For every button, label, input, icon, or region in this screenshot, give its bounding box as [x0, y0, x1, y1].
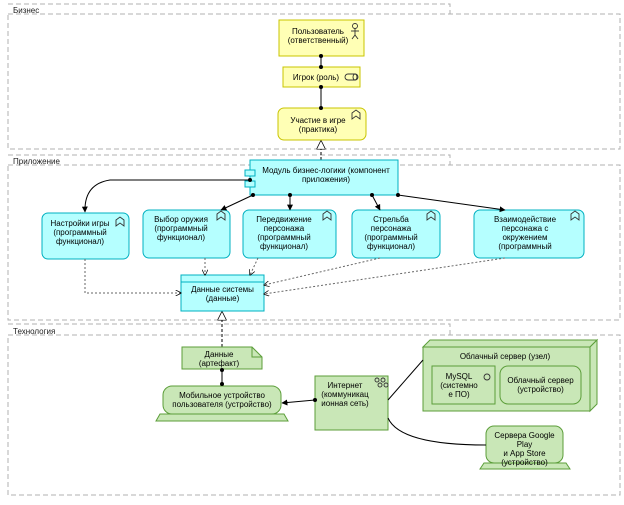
f5-box [473, 209, 585, 259]
f5-data-access [264, 257, 506, 294]
f3-data-access [250, 257, 259, 275]
layer-title-technology: Технология [13, 327, 56, 336]
module-box [249, 159, 399, 196]
internet-box [314, 375, 389, 431]
f2-label: Выбор оружия (программный функционал) [154, 215, 208, 242]
layer-frames [7, 3, 621, 496]
module-f2-link [220, 193, 255, 211]
user-box [278, 19, 365, 57]
component-icon-top [244, 169, 256, 177]
module-f4-link [370, 193, 381, 211]
stores-label: Сервера Google Play и App Store (устройс… [494, 431, 555, 467]
user-label: Пользователь (ответственный) [287, 27, 349, 45]
layer-title-business: Бизнес [13, 6, 40, 15]
cloud-node-top [421, 339, 599, 348]
mysql-label: MySQL (системно е ПО) [440, 372, 478, 399]
module-f5-link [396, 193, 506, 213]
f1-data-access [84, 259, 181, 293]
f1-function-icon [115, 216, 125, 227]
technology-elements [155, 338, 599, 470]
application-layer-tab [8, 154, 451, 165]
artifact-label: Данные (артефакт) [198, 350, 240, 368]
cloud-device-label: Облачный сервер (устройство) [507, 376, 574, 394]
business-layer-frame [7, 13, 621, 150]
module-f1-link [81, 178, 252, 213]
f5-label: Взаимодействие персонажа с окружением (п… [493, 215, 557, 251]
mobile-label: Мобильное устройство пользователя (устро… [172, 391, 272, 409]
business-layer-tab [8, 3, 451, 14]
cloud-node-label: Облачный сервер (узел) [459, 352, 551, 361]
practice-function-icon [351, 109, 361, 120]
practice-label: Участие в игре (практика) [290, 116, 346, 134]
role-icon [344, 73, 359, 81]
cloud-device-box [499, 365, 582, 405]
internet-label: Интернет (коммуникац ионная сеть) [321, 381, 369, 408]
application-elements [41, 159, 585, 347]
business-elements [277, 19, 367, 160]
mobile-base [155, 413, 289, 422]
f5-function-icon [570, 210, 580, 221]
internet-stores-link [387, 417, 487, 446]
f4-data-access [264, 257, 381, 285]
layer-title-application: Приложение [13, 157, 60, 166]
f3-label: Передвижение персонажа (программный функ… [256, 215, 312, 251]
data-box [180, 274, 265, 312]
f4-label: Стрельба персонажа (программный функцион… [364, 215, 418, 251]
actor-icon [351, 23, 359, 40]
system-software-icon [483, 373, 491, 381]
component-icon-bottom [244, 180, 256, 188]
f3-function-icon [322, 210, 332, 221]
artifact-box [181, 346, 263, 370]
role-label: Игрок (роль) [292, 73, 340, 82]
technology-layer-tab [8, 323, 451, 335]
module-label: Модуль бизнес-логики (компонент приложен… [262, 166, 390, 184]
stores-base [479, 462, 571, 470]
cloud-node-side [589, 338, 598, 413]
network-icon [374, 377, 389, 388]
data-label: Данные системы (данные) [191, 285, 254, 303]
technology-layer-frame [7, 334, 621, 496]
internet-mobile-link [281, 398, 317, 406]
f1-label: Настройки игры (программный функционал) [50, 219, 110, 246]
mysql-box [431, 365, 496, 405]
